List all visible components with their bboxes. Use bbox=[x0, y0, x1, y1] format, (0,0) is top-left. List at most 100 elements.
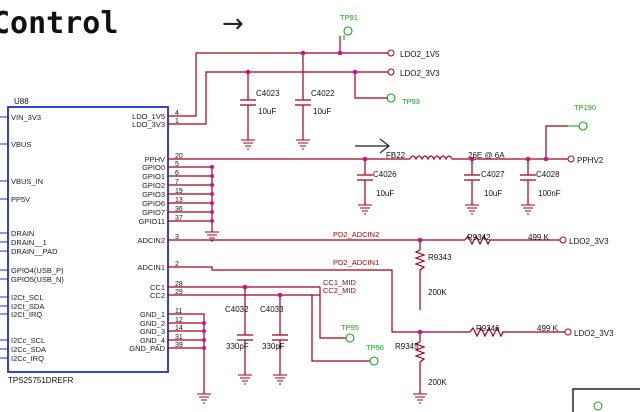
left-pin-label: I2Cc_IRQ bbox=[11, 354, 44, 363]
left-pin-label: VIN_3V3 bbox=[11, 113, 41, 122]
left-pin-label: DRAIN bbox=[11, 229, 34, 238]
tp96-marker bbox=[369, 356, 379, 366]
corner-frame bbox=[572, 388, 640, 412]
right-pin-label: LDO_1V5 bbox=[132, 112, 165, 121]
tp91-label: TP91 bbox=[340, 13, 358, 22]
net-cc2-mid: CC2_MID bbox=[323, 286, 357, 295]
pin-number: 37 bbox=[175, 215, 183, 222]
tp93-marker bbox=[386, 93, 396, 103]
pin-number: 12 bbox=[175, 317, 183, 324]
r9342-value: 499 K bbox=[528, 233, 550, 242]
right-pin-label: CC2 bbox=[150, 291, 165, 300]
r9343-value: 200K bbox=[428, 288, 447, 297]
r9346-ref: R9346 bbox=[476, 324, 500, 333]
left-pin-label: I2Cc_SDA bbox=[11, 345, 46, 354]
left-pin-label: PP5V bbox=[11, 195, 30, 204]
right-pin-label: GND_4 bbox=[140, 336, 165, 345]
pin-number: 2 bbox=[175, 261, 179, 268]
pin-number: 29 bbox=[175, 289, 183, 296]
pin-number: 39 bbox=[175, 342, 183, 349]
page-title: Control bbox=[0, 6, 118, 41]
right-pin-label: ADCIN1 bbox=[137, 263, 165, 272]
pin-number: 6 bbox=[175, 170, 179, 177]
left-pin-label: DRAIN__1 bbox=[11, 238, 47, 247]
pin-number: 19 bbox=[175, 188, 183, 195]
net-ldo2-3v3-r2: LDO2_3V3 bbox=[574, 329, 614, 338]
ferrite-bead-symbol bbox=[409, 155, 453, 161]
tp96-label: TP96 bbox=[366, 343, 384, 352]
test-points bbox=[343, 26, 588, 366]
r9342-ref: R9342 bbox=[467, 233, 491, 242]
c4033-ref: C4033 bbox=[260, 305, 284, 314]
pin-number: 14 bbox=[175, 325, 183, 332]
right-pin-label: GND_1 bbox=[140, 310, 165, 319]
tp95-marker bbox=[345, 333, 355, 343]
junction-dots bbox=[202, 50, 549, 350]
pin-number: 3 bbox=[175, 234, 179, 241]
c4032-value: 330pF bbox=[226, 342, 249, 351]
net-ldo2-1v5: LDO2_1V5 bbox=[400, 50, 440, 59]
ic-ref: U88 bbox=[14, 97, 29, 106]
corner-testpoint-icon bbox=[593, 401, 603, 411]
annotation-arrow-icon bbox=[355, 138, 390, 154]
fb22-ref: FB22 bbox=[386, 151, 406, 160]
pin-number: 36 bbox=[175, 206, 183, 213]
pin-number: 13 bbox=[175, 197, 183, 204]
right-pin-label: GPIO3 bbox=[142, 190, 165, 199]
r9346-value: 499 K bbox=[537, 324, 559, 333]
capacitor-symbols bbox=[237, 99, 536, 375]
pin-number: 4 bbox=[175, 110, 179, 117]
pin-number: 5 bbox=[175, 161, 179, 168]
r9345-ref: R9345 bbox=[395, 342, 419, 351]
c4022-value: 10uF bbox=[313, 107, 331, 116]
left-pin-label: I2Ct_IRQ bbox=[11, 310, 42, 319]
tp190-label: TP190 bbox=[574, 103, 596, 112]
c4027-ref: C4027 bbox=[481, 170, 505, 179]
pin-number: 1 bbox=[175, 118, 179, 125]
fb22-value: 26E @ 6A bbox=[468, 151, 505, 160]
right-pin-label: GPIO0 bbox=[142, 163, 165, 172]
left-pin-label: I2Cc_SCL bbox=[11, 336, 45, 345]
left-pin-label: GPIO5(USB_N) bbox=[11, 275, 64, 284]
c4027-value: 10uF bbox=[484, 189, 502, 198]
c4028-value: 100nF bbox=[538, 189, 561, 198]
pin-number: 31 bbox=[175, 334, 183, 341]
right-pin-label: GND_PAD bbox=[129, 344, 165, 353]
c4023-value: 10uF bbox=[258, 107, 276, 116]
left-pin-label: I2Ct_SCL bbox=[11, 293, 44, 302]
c4033-value: 330pF bbox=[262, 342, 285, 351]
tp93-label: TP93 bbox=[402, 97, 420, 106]
labels: TP91 TP93 TP190 TP95 TP96 LDO2_1V5 LDO2_… bbox=[225, 13, 614, 387]
left-pin-label: DRAIN__PAD bbox=[11, 247, 58, 256]
tp190-marker bbox=[578, 121, 588, 131]
right-pin-label: GND_2 bbox=[140, 319, 165, 328]
net-ldo2-3v3: LDO2_3V3 bbox=[400, 69, 440, 78]
tp95-label: TP95 bbox=[341, 323, 359, 332]
c4032-ref: C4032 bbox=[225, 305, 249, 314]
resistor-symbols bbox=[409, 155, 504, 363]
c4023-ref: C4023 bbox=[256, 89, 280, 98]
right-pin-label: ADCIN2 bbox=[137, 236, 165, 245]
title-arrow-icon: → bbox=[222, 9, 244, 39]
r9345-value: 200K bbox=[428, 378, 447, 387]
left-pin-label: VBUS bbox=[11, 140, 31, 149]
pin-number: 28 bbox=[175, 281, 183, 288]
right-pin-label: GPIO2 bbox=[142, 181, 165, 190]
right-pin-label: GPIO11 bbox=[138, 217, 165, 226]
left-pin-label: GPIO4(USB_P) bbox=[11, 266, 64, 275]
c4028-ref: C4028 bbox=[536, 170, 560, 179]
r9343-ref: R9343 bbox=[428, 253, 452, 262]
net-ldo2-3v3-r1: LDO2_3V3 bbox=[569, 237, 609, 246]
right-pin-label: GPIO7 bbox=[142, 208, 165, 217]
left-pin-label: VBUS_IN bbox=[11, 177, 43, 186]
right-pin-label: GPIO1 bbox=[142, 172, 165, 181]
net-connector-circles bbox=[387, 49, 575, 336]
ground-symbols bbox=[197, 139, 535, 404]
right-pin-label: GPIO6 bbox=[142, 199, 165, 208]
net-pd2-adcin1: PD2_ADCIN1 bbox=[333, 258, 379, 267]
c4026-value: 10uF bbox=[376, 189, 394, 198]
net-pd2-adcin2: PD2_ADCIN2 bbox=[333, 230, 379, 239]
